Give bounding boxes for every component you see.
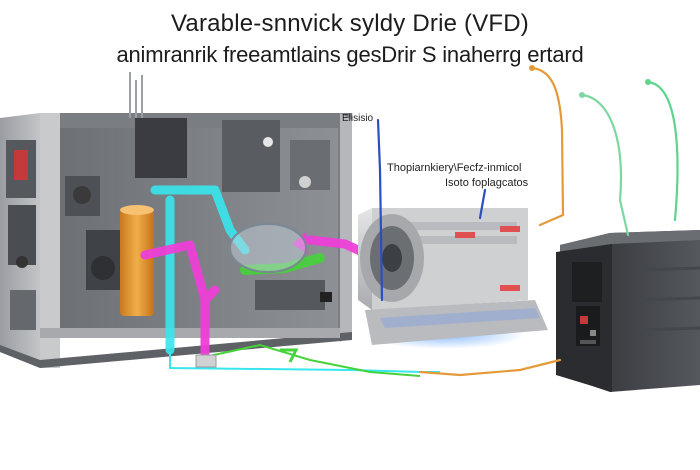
annotation-label-mid-1: Thopiarnkiery\Fecfz-inmicol bbox=[387, 162, 522, 174]
green-wire-2 bbox=[646, 80, 679, 222]
annotation-label-mid-2: Isoto foplagcatos bbox=[445, 177, 529, 189]
vfd-drive-unit bbox=[556, 230, 700, 392]
annotation-label-top: Elisisio bbox=[342, 113, 374, 124]
magenta-arrowhead bbox=[292, 232, 308, 254]
cyan-flow bbox=[150, 185, 250, 355]
title-line-1: Varable-snnvick syldy Drie (VFD) bbox=[170, 10, 530, 37]
motor bbox=[358, 208, 548, 349]
blue-pointer bbox=[478, 188, 487, 220]
title-line-2: animranrik freeamtlains gesDrir S inaher… bbox=[116, 42, 584, 67]
orange-wire bbox=[530, 66, 565, 227]
green-flow bbox=[240, 253, 325, 275]
blue-wire bbox=[376, 118, 384, 302]
orange-ground-wire bbox=[418, 358, 562, 377]
green-wire-1 bbox=[580, 93, 630, 237]
cabinet bbox=[0, 72, 352, 368]
